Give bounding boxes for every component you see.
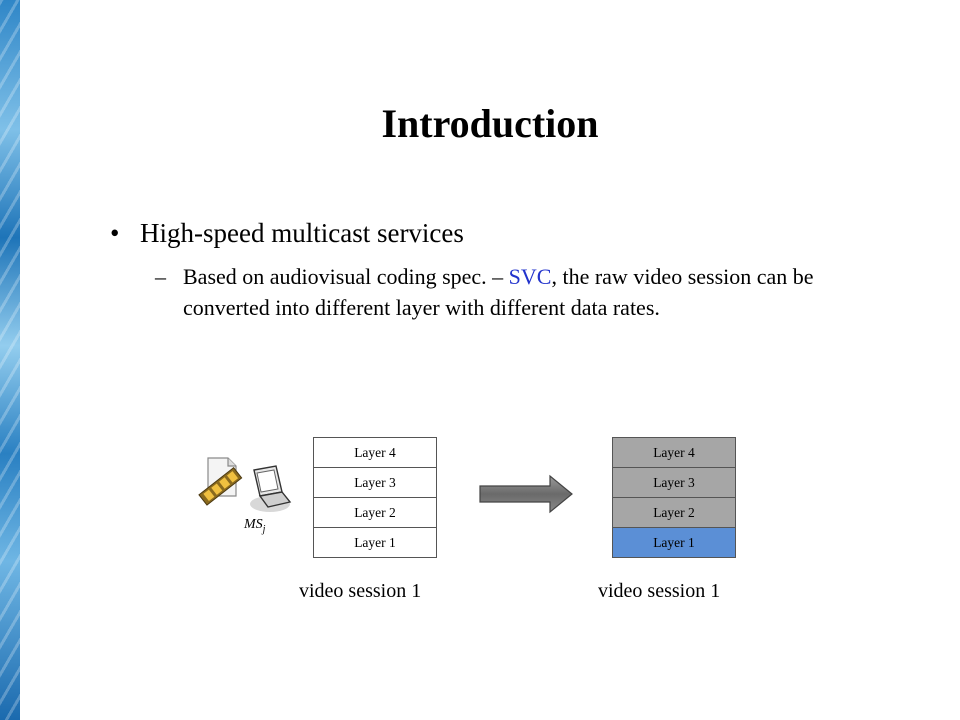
left-session-label: video session 1 bbox=[299, 580, 422, 602]
right-session-label: video session 1 bbox=[598, 580, 721, 602]
sub-bullet-item: – Based on audiovisual coding spec. – SV… bbox=[155, 261, 895, 323]
slide-title: Introduction bbox=[381, 101, 599, 146]
device-label: MSj bbox=[244, 517, 266, 535]
device-icon-group bbox=[198, 457, 292, 512]
sub-text-after: , the raw video session can be converted… bbox=[183, 264, 814, 320]
bullet-text: High-speed multicast services bbox=[140, 218, 464, 248]
laptop-icon bbox=[250, 465, 292, 512]
sub-text-before: Based on audiovisual coding spec. – bbox=[183, 264, 509, 289]
bullet-marker: • bbox=[110, 218, 120, 248]
right-layer-1: Layer 1 bbox=[613, 527, 735, 557]
bullet-item: • High-speed multicast services bbox=[110, 218, 464, 249]
right-layer-3: Layer 3 bbox=[613, 467, 735, 497]
left-layer-2: Layer 2 bbox=[314, 497, 436, 527]
right-layer-2: Layer 2 bbox=[613, 497, 735, 527]
svc-highlight: SVC bbox=[508, 264, 552, 289]
left-layer-4: Layer 4 bbox=[314, 438, 436, 467]
left-layer-1: Layer 1 bbox=[314, 527, 436, 557]
video-file-icon bbox=[198, 457, 243, 506]
right-arrow-icon bbox=[479, 474, 573, 514]
sub-bullet-text: Based on audiovisual coding spec. – SVC,… bbox=[183, 261, 895, 323]
right-layer-stack: Layer 4 Layer 3 Layer 2 Layer 1 bbox=[612, 437, 736, 558]
sub-bullet-marker: – bbox=[155, 264, 166, 289]
right-layer-4: Layer 4 bbox=[613, 438, 735, 467]
left-layer-3: Layer 3 bbox=[314, 467, 436, 497]
left-layer-stack: Layer 4 Layer 3 Layer 2 Layer 1 bbox=[313, 437, 437, 558]
decorative-side-strip bbox=[0, 0, 20, 720]
